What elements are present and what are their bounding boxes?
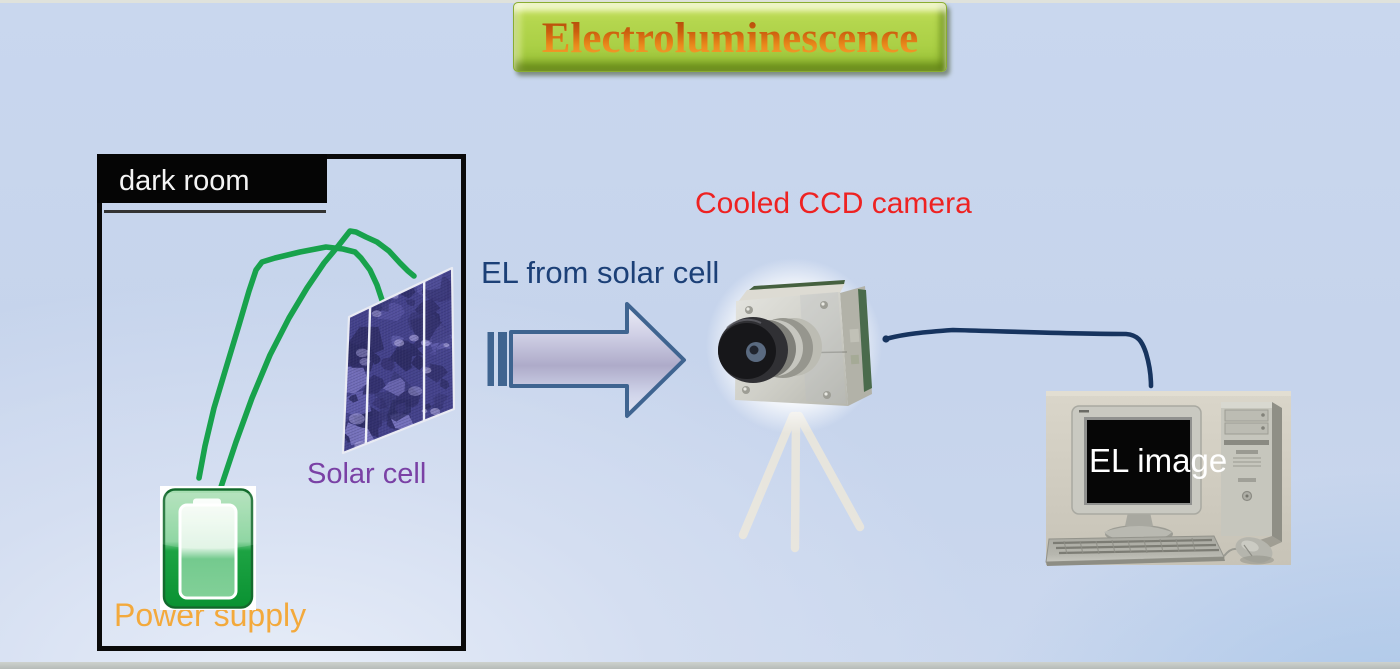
solar-panel-icon: [341, 266, 456, 455]
tripod-icon: [738, 411, 865, 553]
solar-cell-label: Solar cell: [307, 458, 427, 490]
cooled-ccd-camera-label: Cooled CCD camera: [695, 187, 972, 220]
data-cable-icon: [882, 327, 1154, 389]
dark-room-box: dark room: [97, 154, 466, 651]
slide-bottom-edge: [0, 662, 1400, 669]
page-title: Electroluminescence: [541, 15, 919, 62]
el-from-solar-cell-label: EL from solar cell: [481, 255, 720, 290]
el-image-label: EL image: [1089, 442, 1228, 479]
dark-room-label-text: dark room: [119, 165, 250, 197]
slide-top-edge: [0, 0, 1400, 3]
dark-room-label-underline: [104, 210, 326, 213]
title-banner: Electroluminescence: [513, 2, 947, 72]
ccd-camera-icon: [706, 258, 882, 434]
battery-icon: [160, 486, 257, 610]
desktop-computer-icon: [1045, 391, 1291, 566]
block-arrow-right-icon: [487, 302, 686, 418]
dark-room-label: dark room: [97, 154, 327, 203]
wire-icon: [196, 228, 417, 490]
